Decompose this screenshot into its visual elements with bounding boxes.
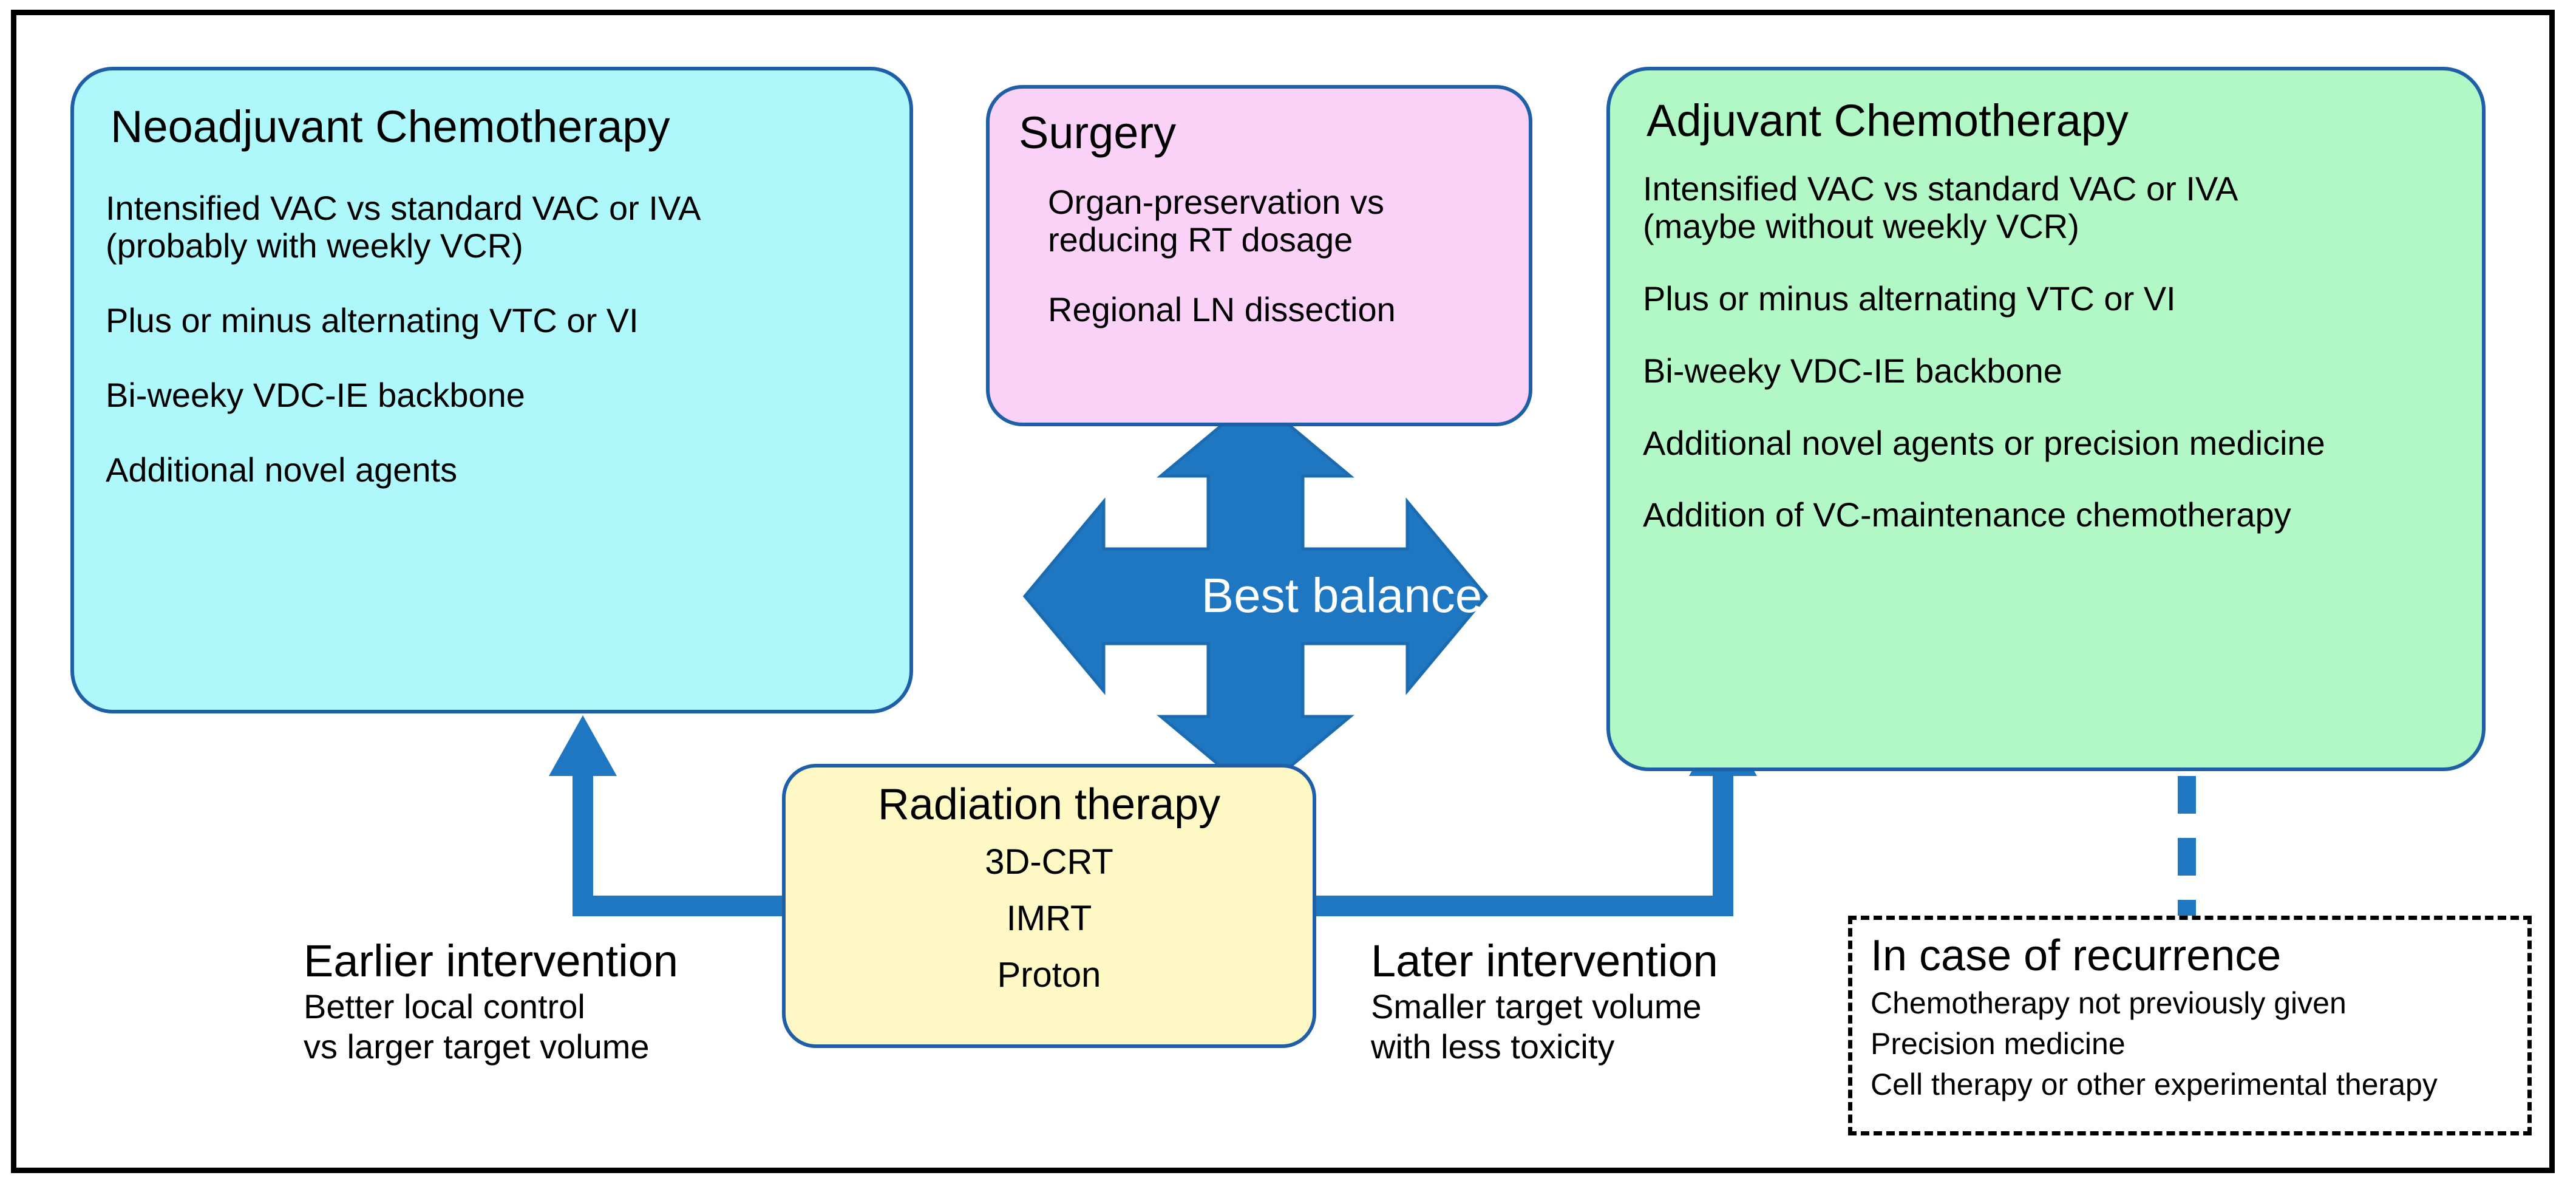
radiation-title: Radiation therapy — [877, 780, 1221, 829]
adjuvant-line-1: Intensified VAC vs standard VAC or IVA — [1643, 169, 2238, 208]
surgery-line-2: reducing RT dosage — [1048, 220, 1353, 259]
adjuvant-chemotherapy-box: Adjuvant Chemotherapy Intensified VAC vs… — [1606, 67, 2486, 771]
adjuvant-line-4: Bi-weeky VDC-IE backbone — [1643, 351, 2062, 390]
neoadjuvant-line-4: Bi-weeky VDC-IE backbone — [106, 375, 525, 414]
neoadjuvant-chemotherapy-box: Neoadjuvant Chemotherapy Intensified VAC… — [70, 67, 913, 713]
recurrence-item-3: Cell therapy or other experimental thera… — [1871, 1067, 2438, 1101]
later-intervention-sub-2: with less toxicity — [1371, 1027, 1615, 1066]
neoadjuvant-line-3: Plus or minus alternating VTC or VI — [106, 301, 639, 340]
radiation-modality-3: Proton — [997, 955, 1101, 995]
radiation-therapy-box: Radiation therapy 3D-CRT IMRT Proton — [782, 764, 1316, 1048]
radiation-modality-1: 3D-CRT — [985, 842, 1113, 882]
earlier-intervention-sub-2: vs larger target volume — [304, 1027, 650, 1066]
surgery-title: Surgery — [1019, 107, 1177, 158]
recurrence-box: In case of recurrence Chemotherapy not p… — [1848, 916, 2532, 1135]
adjuvant-line-2: (maybe without weekly VCR) — [1643, 207, 2079, 246]
later-intervention-sub-1: Smaller target volume — [1371, 987, 1702, 1026]
best-balance-label: Best balance — [1201, 568, 1483, 622]
surgery-line-1: Organ-preservation vs — [1048, 182, 1385, 221]
recurrence-item-2: Precision medicine — [1871, 1027, 2126, 1061]
later-intervention-caption: Later intervention Smaller target volume… — [1371, 935, 1718, 1067]
earlier-intervention-head: Earlier intervention — [304, 936, 678, 986]
adjuvant-line-3: Plus or minus alternating VTC or VI — [1643, 279, 2176, 318]
neoadjuvant-line-5: Additional novel agents — [106, 450, 458, 489]
surgery-box: Surgery Organ-preservation vs reducing R… — [986, 85, 1532, 426]
adjuvant-line-5: Additional novel agents or precision med… — [1643, 423, 2325, 462]
surgery-line-3: Regional LN dissection — [1048, 290, 1396, 329]
radiation-modality-2: IMRT — [1006, 898, 1092, 938]
recurrence-item-1: Chemotherapy not previously given — [1871, 986, 2347, 1020]
neoadjuvant-line-2: (probably with weekly VCR) — [106, 226, 523, 265]
recurrence-head: In case of recurrence — [1871, 931, 2282, 980]
neoadjuvant-line-1: Intensified VAC vs standard VAC or IVA — [106, 188, 701, 227]
adjuvant-line-6: Addition of VC-maintenance chemotherapy — [1643, 495, 2291, 534]
neoadjuvant-title: Neoadjuvant Chemotherapy — [110, 101, 670, 152]
earlier-intervention-caption: Earlier intervention Better local contro… — [304, 935, 678, 1067]
earlier-intervention-sub-1: Better local control — [304, 987, 585, 1026]
adjuvant-title: Adjuvant Chemotherapy — [1647, 95, 2129, 146]
later-intervention-head: Later intervention — [1371, 936, 1718, 986]
